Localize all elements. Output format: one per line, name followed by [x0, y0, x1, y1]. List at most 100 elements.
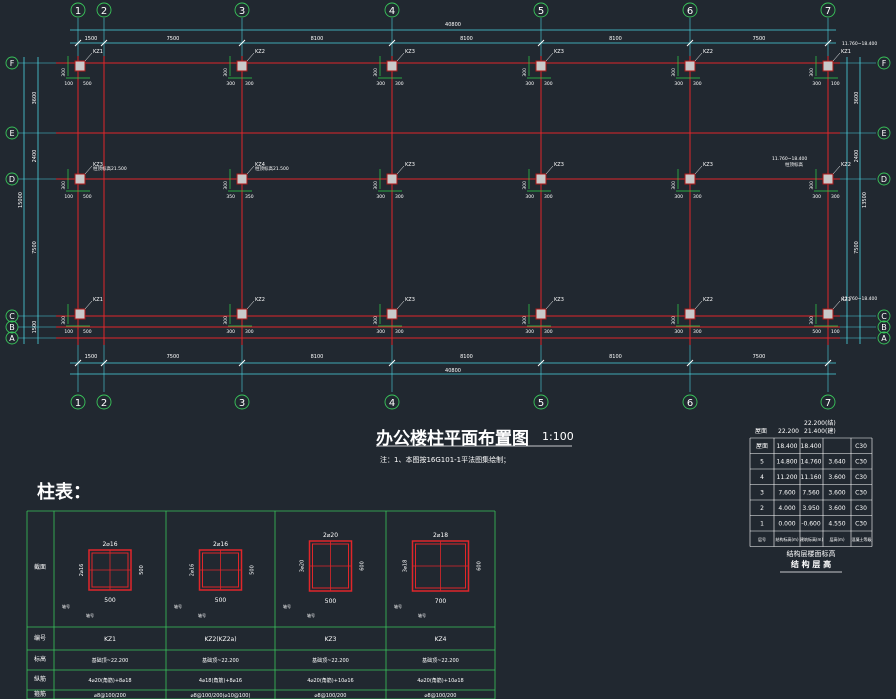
column-dim-right: 300	[395, 194, 404, 200]
schedule-top-bars: 2⌀18	[433, 532, 448, 539]
column-tag: KZ3	[703, 162, 713, 168]
column-dim-right: 300	[245, 81, 254, 87]
column-dim-left: 300	[376, 194, 385, 200]
roof-value-1: 22.200(结)	[804, 419, 836, 427]
column-leader	[246, 52, 255, 62]
floor-table-h: 3.950	[802, 505, 819, 512]
axis-bubble-right-D	[877, 172, 891, 186]
column-KZ3	[386, 60, 398, 72]
floor-table-h: -0.600	[801, 521, 821, 528]
schedule-row-label: 编号	[34, 634, 46, 642]
column-dim-right: 500	[83, 329, 92, 335]
axis-bubble-bottom-6	[682, 394, 698, 410]
top-dim-value: 8100	[311, 36, 324, 42]
top-dim-value: 1500	[85, 36, 98, 42]
floor-table-h: 11.160	[801, 474, 822, 481]
bottom-dim-value: 7500	[167, 354, 180, 360]
column-dim-vert: 300	[373, 181, 379, 190]
schedule-height: 600	[477, 561, 483, 571]
column-tag: KZ3	[554, 49, 564, 55]
axis-bubble-right-B	[877, 320, 891, 334]
column-dim-vert: 300	[809, 181, 815, 190]
column-dim-left: 300	[376, 329, 385, 335]
axis-bubble-left-F	[5, 56, 19, 70]
floor-table-height: 3.640	[828, 459, 845, 466]
column-leader	[832, 300, 841, 310]
column-leader	[246, 300, 255, 310]
dim-tick	[100, 39, 108, 47]
left-dim-value: 3600	[32, 92, 38, 105]
axis-bubble-top-7	[820, 2, 836, 18]
column-dim-left: 300	[812, 81, 821, 87]
axis-label-bottom-1: 1	[75, 398, 81, 409]
column-KZ3	[535, 308, 547, 320]
column-KZ3	[386, 173, 398, 185]
column-KZ2	[684, 60, 696, 72]
column-dim-left: 300	[376, 81, 385, 87]
floor-table-elev: 11.200	[777, 474, 798, 481]
column-leader	[396, 52, 405, 62]
column-dim-right: 500	[83, 194, 92, 200]
column-KZ3	[535, 60, 547, 72]
column-leader	[694, 165, 703, 175]
column-dim-vert: 300	[223, 68, 229, 77]
right-dim-value: 2400	[854, 150, 860, 163]
floor-table-height: 3.600	[828, 474, 845, 481]
overall-dim-top: 40800	[445, 22, 461, 28]
floor-table-floor: 2	[760, 505, 764, 512]
column-dim-vert: 300	[671, 68, 677, 77]
dim-tick	[238, 39, 246, 47]
axis-bubble-left-B	[5, 320, 19, 334]
column-KZ2	[236, 60, 248, 72]
dim-tick	[238, 359, 246, 367]
schedule-side-bars: 2⌀16	[190, 564, 196, 577]
schedule-width: 500	[215, 597, 227, 604]
schedule-heading: 柱表：	[37, 478, 91, 504]
column-dim-vert: 300	[61, 181, 67, 190]
schedule-axis-x: 轴号	[307, 612, 315, 618]
column-dim-right: 300	[831, 194, 840, 200]
column-tag: KZ2	[255, 49, 265, 55]
schedule-elev: 基础顶~22.200	[312, 657, 349, 664]
bottom-dim-value: 7500	[753, 354, 766, 360]
floor-table-conc: C30	[855, 474, 867, 481]
floor-table-floor: 3	[760, 490, 764, 497]
column-KZ1	[822, 60, 834, 72]
schedule-long: 4⌀20(角筋)+8⌀18	[88, 677, 131, 684]
axis-label-left-C: C	[9, 312, 15, 321]
axis-label-right-C: C	[881, 312, 887, 321]
floor-table-height: 3.600	[828, 505, 845, 512]
floor-table-elev: 18.400	[777, 443, 798, 450]
schedule-height: 600	[360, 561, 366, 571]
column-tag: KZ2	[703, 297, 713, 303]
axis-bubble-right-C	[877, 309, 891, 323]
schedule-axis-y: 轴号	[62, 603, 70, 609]
axis-bubble-bottom-1	[70, 394, 86, 410]
column-tag: KZ1	[841, 49, 851, 55]
column-leader	[396, 165, 405, 175]
floor-table-conc: C30	[855, 505, 867, 512]
column-dim-right: 300	[693, 194, 702, 200]
axis-bubble-bottom-2	[96, 394, 112, 410]
column-dim-right: 500	[83, 81, 92, 87]
left-dim-value: 2400	[32, 150, 38, 163]
column-dim-vert: 300	[809, 316, 815, 325]
schedule-axis-x: 轴号	[198, 612, 206, 618]
column-dim-left: 100	[64, 194, 73, 200]
axis-label-bottom-3: 3	[239, 398, 245, 409]
column-note-right2: 柱顶标高	[785, 161, 803, 168]
plan-scale-text: 1:100	[542, 430, 574, 443]
column-KZ1	[74, 60, 86, 72]
floor-table-foot: 结构标高(m)	[775, 536, 798, 542]
schedule-stir: ⌀8@100/200	[94, 693, 126, 699]
axis-label-bottom-2: 2	[101, 398, 107, 409]
column-KZ3	[386, 308, 398, 320]
floor-table-floor: 4	[760, 474, 764, 481]
schedule-axis-y: 轴号	[394, 603, 402, 609]
schedule-stir: ⌀8@100/200	[425, 693, 457, 699]
column-tag: KZ3	[405, 162, 415, 168]
axis-bubble-top-4	[384, 2, 400, 18]
axis-bubble-bottom-3	[234, 394, 250, 410]
dim-tick	[74, 359, 82, 367]
